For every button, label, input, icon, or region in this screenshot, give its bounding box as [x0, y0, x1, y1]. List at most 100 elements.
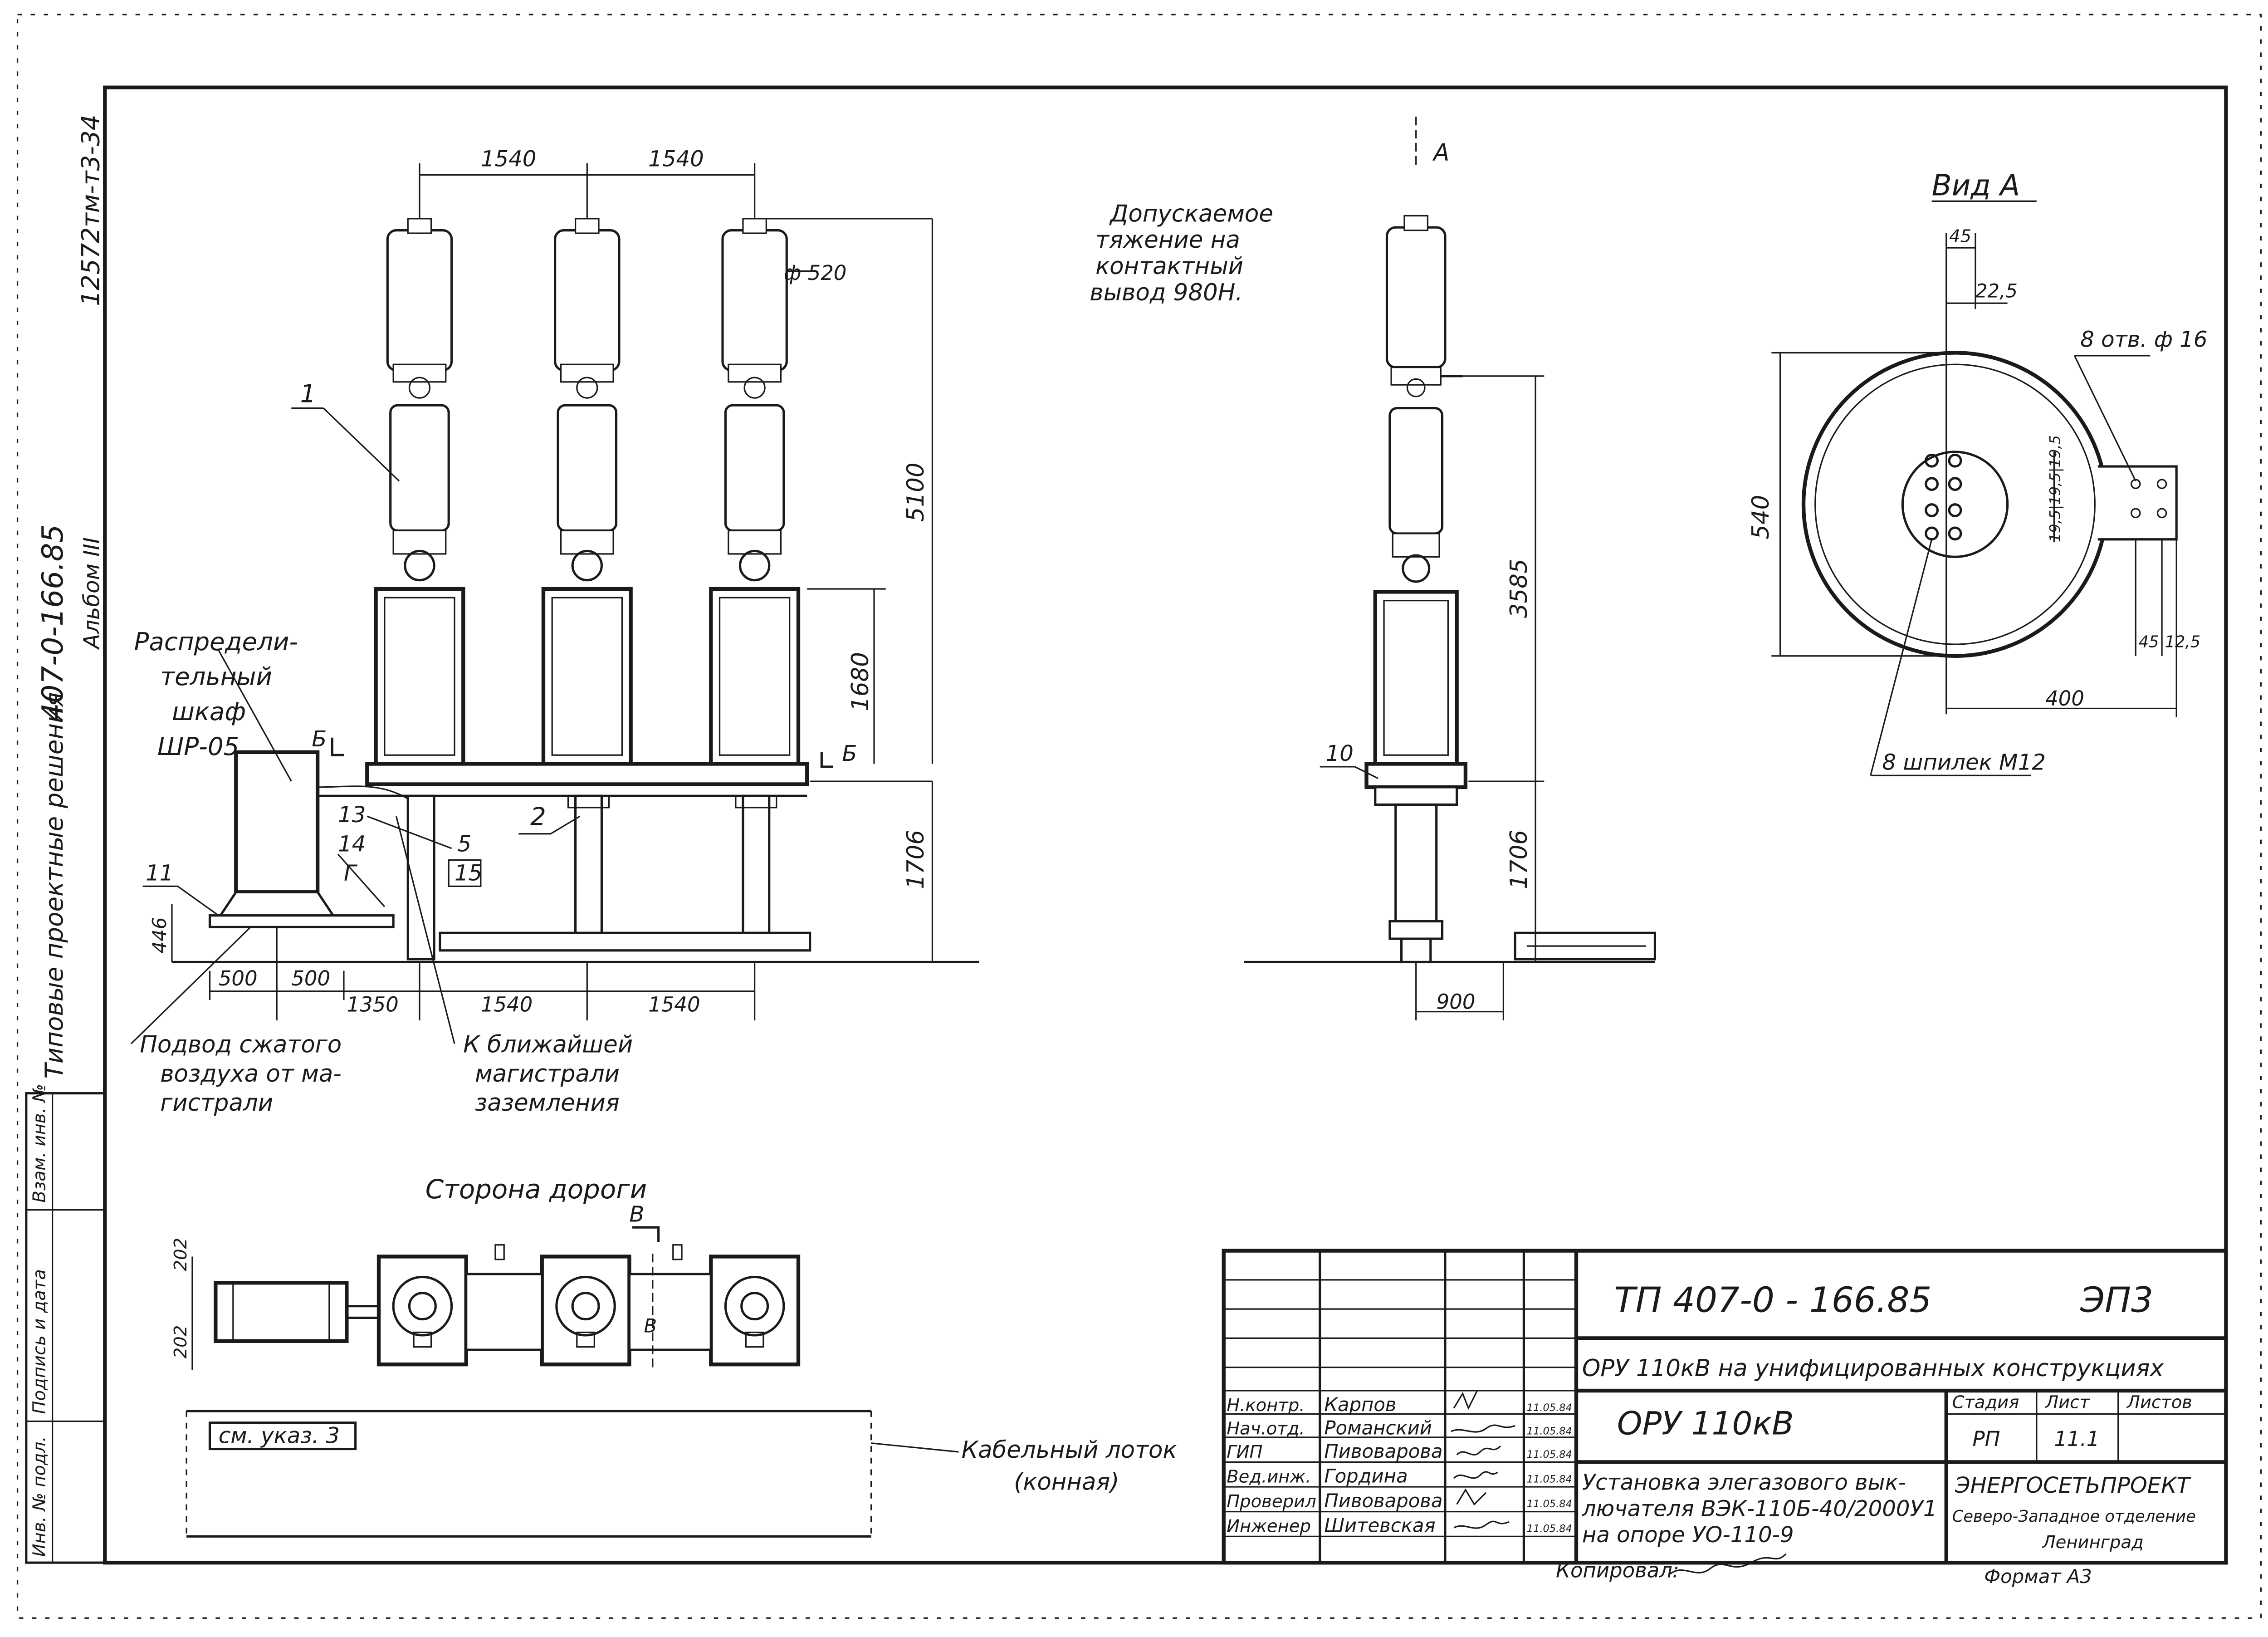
tb-row2-date: 11.05.84 [1527, 1425, 1572, 1437]
side-dim-900: 900 [1437, 990, 1476, 1014]
stud-pattern [1925, 453, 1962, 541]
air-label-1: Подвод сжатого [140, 1031, 342, 1059]
sheet-frame [16, 14, 2262, 1619]
front-view: 1540 1540 [130, 146, 979, 1117]
title-mark: ЭП3 [2080, 1280, 2153, 1321]
title-org-3: Ленинград [2042, 1532, 2144, 1553]
cabinet-label-1: Распредели- [134, 627, 298, 656]
view-a-dim-45b: 45 [2139, 632, 2159, 651]
tb-row6-date: 11.05.84 [1527, 1523, 1572, 1535]
pole-2 [541, 218, 633, 766]
plan-title: Сторона дороги [425, 1174, 647, 1205]
tb-row3-date: 11.05.84 [1527, 1449, 1572, 1461]
pos-5: 5 [457, 831, 471, 857]
tb-row6-name: Шитевская [1324, 1514, 1435, 1537]
section-mark-b-right: Б [842, 741, 857, 766]
plan-dim-202-bottom: 202 [171, 1325, 191, 1359]
dim-bottom-500-left: 500 [219, 966, 258, 990]
margin-texts: 12572тм-т3-34 407-0-166.85 Альбом III Ти… [36, 115, 105, 1079]
note-line-4: вывод 980Н. [1090, 279, 1242, 306]
pos-11: 11 [146, 861, 173, 886]
tray-label-1: Кабельный лоток [962, 1436, 1177, 1464]
tb-row2-role: Нач.отд. [1227, 1418, 1305, 1439]
plan-note-ref: см. указ. 3 [219, 1423, 340, 1449]
title-object: ОРУ 110кВ [1617, 1404, 1794, 1442]
title-subject: ОРУ 110кВ на унифицированных конструкция… [1582, 1355, 2164, 1382]
dim-bottom-1540-left: 1540 [481, 993, 533, 1017]
view-a-dim-45: 45 [1949, 226, 1971, 246]
pos-10: 10 [1326, 741, 1354, 766]
copied-label: Копировал: [1556, 1558, 1679, 1582]
stamp-sign-date: Подпись и дата [29, 1269, 50, 1414]
dim-top-1540-left: 1540 [481, 146, 537, 172]
cabinet-label-3: шкаф [172, 697, 246, 726]
title-stage-header: Стадия [1952, 1392, 2019, 1413]
dim-bottom-1350: 1350 [347, 993, 398, 1017]
pole-3 [709, 218, 801, 766]
view-a-dim-12-5: 12,5 [2165, 632, 2200, 651]
note-line-3: контактный [1095, 253, 1243, 280]
pos-2: 2 [530, 802, 546, 831]
margin-album: Альбом III [79, 537, 104, 650]
title-org-1: ЭНЕРГОСЕТЬПРОЕКТ [1955, 1473, 2191, 1498]
dim-height-5100: 5100 [902, 462, 929, 522]
ground-label-2: магистрали [475, 1060, 620, 1088]
tension-note: Допускаемое тяжение на контактный вывод … [1090, 200, 1273, 306]
side-arrow-label: А [1432, 139, 1449, 166]
dim-base-446: 446 [148, 917, 171, 953]
cabinet-label-2: тельный [160, 662, 272, 691]
margin-project: 407-0-166.85 [36, 524, 70, 722]
title-sheets-header: Листов [2126, 1392, 2192, 1413]
view-a-dim-small: 19,5|19,5|19,5 [2046, 435, 2063, 542]
tb-row4-role: Вед.инж. [1227, 1466, 1311, 1487]
note-line-1: Допускаемое [1109, 200, 1273, 227]
title-description-3: на опоре УО-110-9 [1582, 1522, 1794, 1548]
pos-13: 13 [338, 802, 366, 828]
view-a-holes: 8 отв. ф 16 [2080, 327, 2207, 353]
pos-1: 1 [300, 379, 316, 408]
side-view: А 3585 1706 900 10 [1244, 117, 1656, 1020]
title-sheet-header: Лист [2044, 1392, 2090, 1413]
tb-row5-date: 11.05.84 [1527, 1498, 1572, 1510]
tb-row4-name: Гордина [1324, 1465, 1408, 1487]
pos-14: 14 [338, 831, 366, 857]
stamp-inv-no: Инв. № подл. [29, 1436, 50, 1557]
tb-row1-name: Карпов [1324, 1393, 1396, 1416]
title-block: ТП 407-0 - 166.85 ЭП3 ОРУ 110кВ на унифи… [1222, 1249, 2228, 1588]
title-stage: РП [1973, 1427, 2000, 1451]
air-label-2: воздуха от ма- [160, 1060, 342, 1088]
side-dim-3585: 3585 [1505, 559, 1533, 618]
side-dim-1706: 1706 [1505, 830, 1533, 889]
plan-section-b-lower: В [644, 1315, 657, 1337]
tb-row3-role: ГИП [1227, 1442, 1262, 1462]
title-description-2: лючателя ВЭК-110Б-40/2000У1 [1582, 1496, 1937, 1521]
margin-series: Типовые проектные решения [39, 692, 68, 1079]
view-a: Вид А 45 22,5 8 отв. ф 16 54 [1747, 169, 2207, 776]
tb-row6-role: Инженер [1227, 1516, 1311, 1537]
ground-label-3: заземления [475, 1089, 620, 1117]
dim-bottom-1540-right: 1540 [648, 993, 700, 1017]
view-a-dim-540: 540 [1747, 495, 1774, 539]
tb-row5-role: Проверил [1227, 1491, 1316, 1512]
cabinet-label-4: ШР-05 [157, 732, 239, 761]
title-sheet: 11.1 [2054, 1427, 2099, 1451]
plan-dim-202-top: 202 [171, 1238, 191, 1271]
title-description-1: Установка элегазового вык- [1582, 1470, 1906, 1495]
dim-top-1540-right: 1540 [648, 146, 704, 172]
tb-row3-name: Пивоварова [1324, 1440, 1442, 1462]
dim-drive-1680: 1680 [847, 652, 874, 711]
dim-bottom-500-right: 500 [291, 966, 330, 990]
tb-row5-name: Пивоварова [1324, 1490, 1442, 1512]
tray-label-2: (конная) [1014, 1468, 1119, 1495]
signature-marks [1451, 1390, 1515, 1529]
copier-signature [1669, 1553, 1787, 1575]
margin-doc-number: 12572тм-т3-34 [76, 115, 105, 306]
pos-15: 15 [455, 861, 482, 886]
dim-support-1706: 1706 [902, 830, 929, 889]
view-a-studs: 8 шпилек М12 [1882, 750, 2045, 775]
pole-1 [374, 218, 465, 766]
section-mark-b-left: Б [312, 726, 327, 752]
view-a-title: Вид А [1932, 169, 2020, 203]
tb-row1-role: Н.контр. [1227, 1395, 1305, 1416]
